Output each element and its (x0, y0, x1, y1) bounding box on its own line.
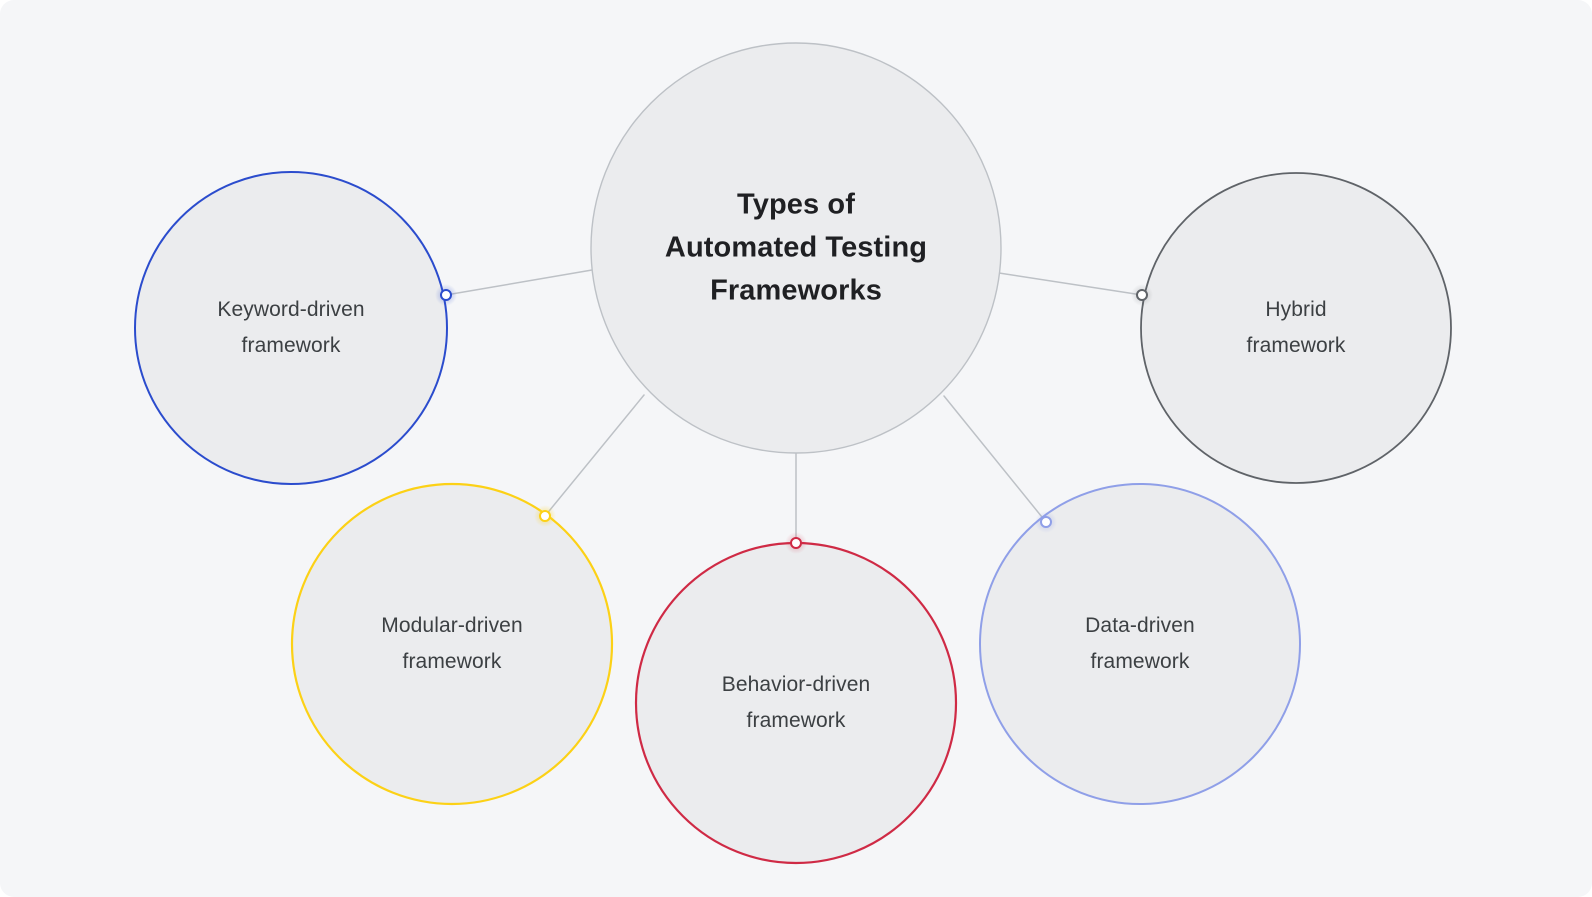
connector-line-data-driven (943, 395, 1047, 523)
node-circle-modular-driven[interactable] (290, 482, 614, 806)
connector-lines (445, 269, 1143, 544)
connector-dot-data-driven (1035, 511, 1057, 533)
connector-dot-core-hybrid (1136, 289, 1148, 301)
connector-dot-keyword-driven (435, 284, 457, 306)
node-circle-hybrid[interactable] (1140, 172, 1452, 484)
node-circle-data-driven[interactable] (979, 483, 1301, 805)
connector-dot-core-keyword-driven (440, 289, 452, 301)
connector-dot-core-behavior-driven (790, 537, 802, 549)
connector-dots (435, 284, 1153, 554)
node-circle-behavior-driven[interactable] (634, 541, 958, 865)
connector-line-hybrid (985, 270, 1143, 296)
connector-dot-modular-driven (534, 505, 556, 527)
connector-line-modular-driven (544, 394, 645, 517)
connector-dot-hybrid (1131, 284, 1153, 306)
node-circles (134, 42, 1452, 865)
connector-dot-behavior-driven (785, 532, 807, 554)
connector-line-keyword-driven (445, 269, 593, 296)
connector-dot-core-data-driven (1040, 516, 1052, 528)
connector-dot-core-modular-driven (539, 510, 551, 522)
node-circle-root[interactable] (590, 42, 1002, 454)
node-circle-keyword-driven[interactable] (134, 171, 448, 485)
